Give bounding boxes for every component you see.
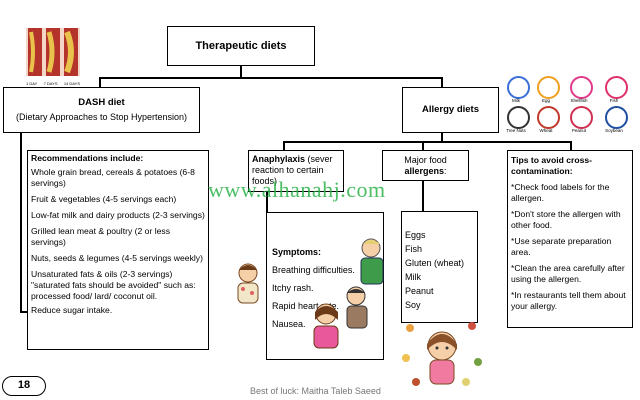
anaphylaxis-term: Anaphylaxis [252, 154, 306, 164]
tip-item: *Use separate preparation area. [511, 236, 612, 257]
symptom-item: Rapid heart rate. [272, 301, 340, 311]
symptom-item: Itchy rash. [272, 283, 314, 293]
artery-icon [26, 28, 80, 76]
icon-label: Fish [609, 98, 619, 103]
connector-allergy-up [441, 77, 443, 88]
recommendations-list: Whole grain bread, cereals & potatoes (6… [31, 167, 205, 316]
food-allergy-girl-illustration [402, 322, 482, 386]
allergy-diets-box: Allergy diets [402, 87, 499, 133]
egg-icon [537, 76, 560, 99]
allergen-icons: Milk Egg Shellfish Fish Tree Nuts Wheat … [502, 76, 638, 136]
icon-label: Wheat [539, 128, 553, 133]
tip-item: *Check food labels for the allergen. [511, 182, 610, 203]
page-number: 18 [2, 376, 46, 396]
major-allergens-bold: allergens [404, 166, 444, 176]
artery-label: 14 DAYS [63, 81, 80, 86]
list-item: Grilled lean meat & poultry (2 or less s… [31, 226, 170, 247]
connector-anaphylaxis-up [283, 141, 285, 150]
major-allergens-line1: Major food [404, 155, 447, 165]
list-item: Low-fat milk and dairy products (2-3 ser… [31, 210, 205, 220]
major-allergens-box: Major food allergens: [382, 150, 469, 181]
list-item: Whole grain bread, cereals & potatoes (6… [31, 167, 195, 188]
tips-heading: Tips to avoid cross-contamination: [511, 155, 593, 176]
tip-item: *Don't store the allergen with other foo… [511, 209, 621, 230]
list-item: Nuts, seeds & legumes (4-5 servings week… [31, 253, 203, 263]
soybean-icon [605, 106, 628, 129]
dash-diet-title: DASH diet [78, 97, 125, 108]
icon-label: Soybean [605, 128, 623, 133]
allergy-child-illustration [237, 263, 259, 304]
icon-label: Tree Nuts [506, 128, 526, 133]
allergy-diets-title: Allergy diets [421, 104, 480, 115]
symptoms-heading: Symptoms: [272, 247, 322, 257]
artery-label: 1 DAY [26, 81, 38, 86]
fish-icon [605, 76, 628, 99]
allergen-item: Gluten (wheat) [405, 258, 465, 268]
wheat-icon [537, 106, 560, 129]
milk-icon [507, 76, 530, 99]
sick-man-illustration [346, 286, 368, 329]
recommendations-heading: Recommendations include: [31, 153, 144, 163]
anaphylaxis-box: Anaphylaxis (sever reaction to certain f… [248, 150, 344, 192]
recommendations-box: Recommendations include: Whole grain bre… [27, 150, 209, 350]
connector-dash-to-rec [20, 311, 28, 313]
connector-dash-left [20, 132, 22, 312]
coughing-man-illustration [360, 238, 384, 285]
tip-item: *Clean the area carefully after using th… [511, 263, 625, 284]
allergen-item: Eggs [405, 230, 426, 240]
symptom-item: Breathing difficulties. [272, 265, 355, 275]
anaphylaxis-definition: (sever reaction to certain foods) [252, 154, 333, 186]
list-item: Reduce sugar intake. [31, 305, 113, 315]
dash-diet-subtitle: (Dietary Approaches to Stop Hypertension… [15, 112, 188, 122]
connector-allergy-horizontal [283, 141, 571, 143]
connector-tips-up [570, 141, 572, 150]
tip-item: *In restaurants tell them about your all… [511, 290, 626, 311]
major-allergens-colon: : [444, 166, 447, 176]
connector-horizontal-top [99, 77, 442, 79]
icon-label: Milk [512, 98, 520, 103]
connector-dash-up [99, 77, 101, 88]
connector-major-up [422, 141, 424, 150]
watermark: www.alhanahj.com [208, 177, 386, 202]
icon-label: Egg [541, 98, 550, 103]
allergen-item: Peanut [405, 286, 434, 296]
icon-label: Peanut [571, 128, 587, 133]
symptom-item: Nausea. [272, 319, 306, 329]
connector-allergy-down [441, 132, 443, 142]
artery-illustration: 1 DAY 7 DAYS 14 DAYS [26, 28, 80, 86]
title-box: Therapeutic diets [167, 26, 315, 66]
connector-title-down [240, 65, 242, 78]
nauseous-woman-illustration [313, 303, 339, 349]
list-item: Fruit & vegetables (4-5 servings each) [31, 194, 177, 204]
list-item: Unsaturated fats & oils (2-3 servings) "… [31, 269, 196, 301]
allergen-item: Milk [405, 272, 421, 282]
allergens-list-box: Eggs Fish Gluten (wheat) Milk Peanut Soy [401, 211, 478, 323]
connector-major-down [422, 180, 424, 212]
tree-nuts-icon [507, 106, 530, 129]
peanut-icon [570, 106, 593, 129]
artery-label: 7 DAYS [43, 81, 58, 86]
allergen-item: Soy [405, 300, 421, 310]
connector-anaphylaxis-down [266, 192, 268, 214]
dash-diet-box: DASH diet (Dietary Approaches to Stop Hy… [3, 87, 200, 133]
footer-credit: Best of luck: Maitha Taleb Saeed [250, 386, 381, 396]
icon-label: Shellfish [570, 98, 588, 103]
page-title: Therapeutic diets [195, 40, 287, 52]
shellfish-icon [570, 76, 593, 99]
tips-box: Tips to avoid cross-contamination: *Chec… [507, 150, 633, 328]
allergen-item: Fish [405, 244, 423, 254]
